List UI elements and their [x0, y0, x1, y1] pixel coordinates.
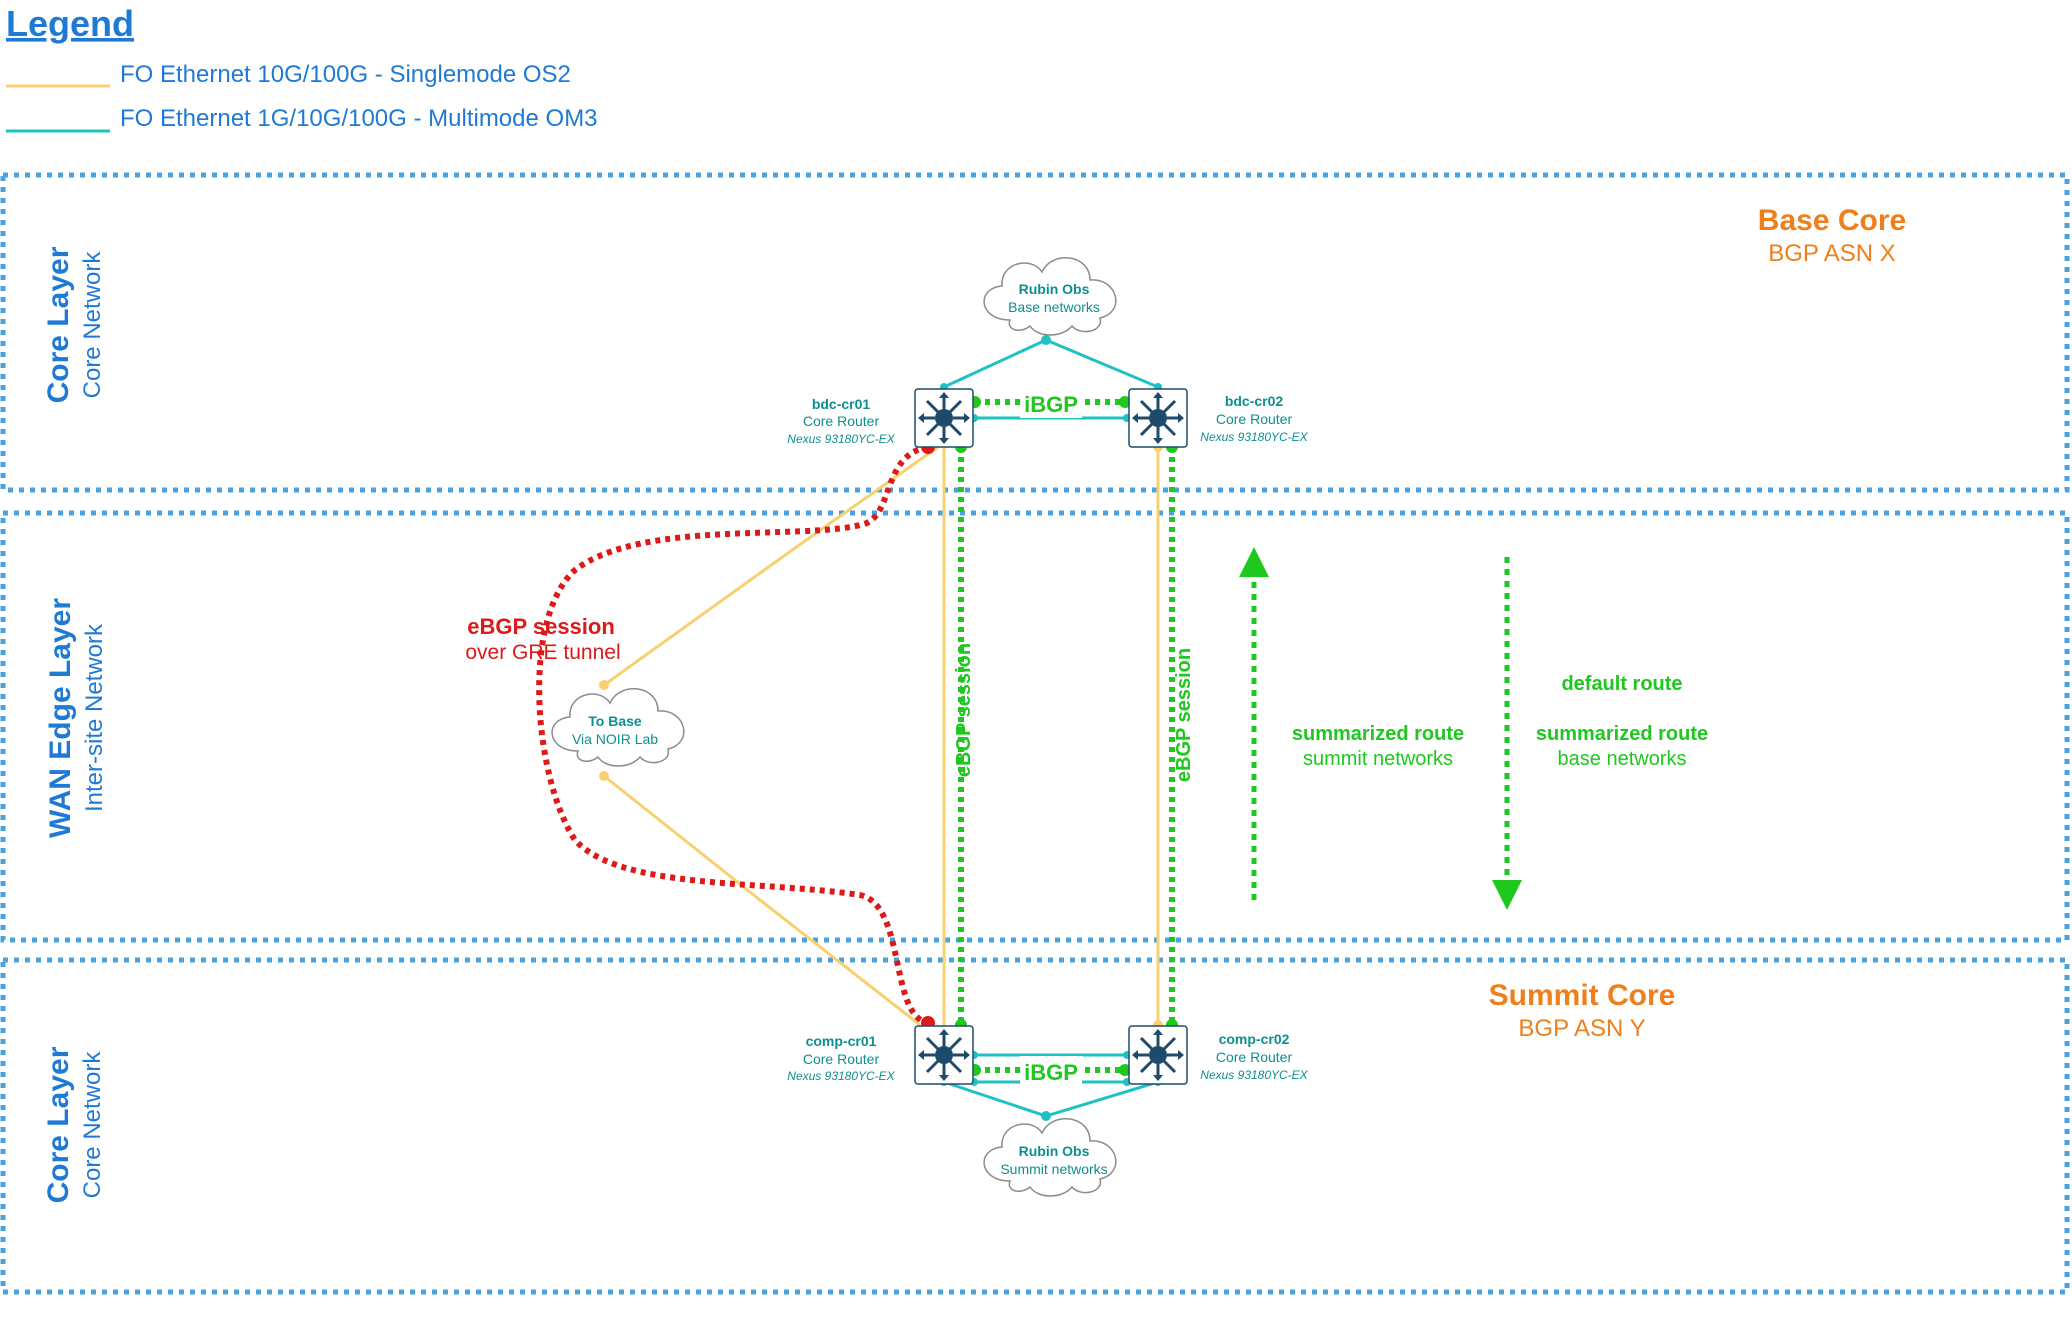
summit-core-asn: BGP ASN Y [1518, 1015, 1645, 1042]
router-icon [913, 1024, 975, 1086]
base-core-title: Base Core [1758, 204, 1906, 237]
base-cloud-title: Rubin Obs [1019, 281, 1090, 297]
base-networks-cloud: Rubin Obs Base networks [983, 256, 1117, 336]
summit-core-title: Summit Core [1489, 979, 1676, 1012]
comp-cr01-role: Core Router [803, 1051, 880, 1067]
router-comp-cr01 [913, 1024, 975, 1086]
base-core-zone [0, 172, 2070, 493]
comp-cr02-name: comp-cr02 [1219, 1031, 1290, 1047]
summit-networks-cloud: Rubin Obs Summit networks [983, 1117, 1117, 1197]
wan-cloud-subtitle: Via NOIR Lab [572, 731, 658, 747]
bdc-cr01-name: bdc-cr01 [812, 396, 871, 412]
base-layer-label: Core Layer [42, 246, 75, 403]
legend-singlemode-label: FO Ethernet 10G/100G - Singlemode OS2 [120, 61, 571, 88]
bdc-cr01-model: Nexus 93180YC-EX [787, 432, 895, 446]
route-up-line2: summit networks [1303, 748, 1453, 770]
route-down-line1: summarized route [1536, 723, 1708, 745]
summit-cloud-title: Rubin Obs [1019, 1143, 1090, 1159]
base-sublayer-label: Core Network [79, 251, 106, 399]
comp-cr01-name: comp-cr01 [806, 1033, 877, 1049]
multimode-link-base-cloud [943, 338, 1159, 389]
ebgp-gre-tunnel [536, 444, 929, 1025]
router-icon [1127, 1024, 1189, 1086]
to-base-cloud: To Base Via NOIR Lab [551, 687, 685, 767]
wan-cloud-title: To Base [588, 713, 642, 729]
singlemode-link-wan-comp01 [603, 774, 921, 1027]
ibgp-top-label: iBGP [1024, 392, 1078, 417]
bdc-cr02-name: bdc-cr02 [1225, 393, 1284, 409]
router-comp-cr02 [1127, 1024, 1189, 1086]
wan-layer-label: WAN Edge Layer [44, 598, 77, 838]
ebgp-left-label: eBGP session [953, 643, 975, 777]
gre-session-subtitle: over GRE tunnel [465, 641, 620, 664]
bdc-cr02-model: Nexus 93180YC-EX [1200, 430, 1308, 444]
legend-title: Legend [6, 3, 134, 44]
legend-multimode-label: FO Ethernet 1G/10G/100G - Multimode OM3 [120, 105, 598, 132]
summit-cloud-subtitle: Summit networks [1000, 1161, 1107, 1177]
summit-layer-label: Core Layer [42, 1046, 75, 1203]
router-icon [913, 387, 975, 449]
summit-sublayer-label: Core Network [79, 1051, 106, 1199]
ebgp-right-label: eBGP session [1173, 648, 1195, 782]
multimode-link-summit-cloud [943, 1080, 1159, 1118]
route-down-line0: default route [1561, 673, 1682, 695]
route-down-line2: base networks [1558, 748, 1687, 770]
comp-cr02-role: Core Router [1216, 1049, 1293, 1065]
ibgp-bottom-label: iBGP [1024, 1060, 1078, 1085]
route-up-line1: summarized route [1292, 723, 1464, 745]
gre-session-title: eBGP session [467, 614, 615, 639]
router-bdc-cr01 [913, 387, 975, 449]
router-bdc-cr02 [1127, 387, 1189, 449]
wan-edge-zone [0, 510, 2070, 943]
wan-sublayer-label: Inter-site Network [81, 623, 108, 812]
comp-cr01-model: Nexus 93180YC-EX [787, 1069, 895, 1083]
singlemode-link-bdc01-wan [603, 445, 939, 687]
base-core-asn: BGP ASN X [1768, 240, 1896, 267]
bdc-cr01-role: Core Router [803, 413, 880, 429]
base-cloud-subtitle: Base networks [1008, 299, 1100, 315]
comp-cr02-model: Nexus 93180YC-EX [1200, 1068, 1308, 1082]
bdc-cr02-role: Core Router [1216, 411, 1293, 427]
router-icon [1127, 387, 1189, 449]
